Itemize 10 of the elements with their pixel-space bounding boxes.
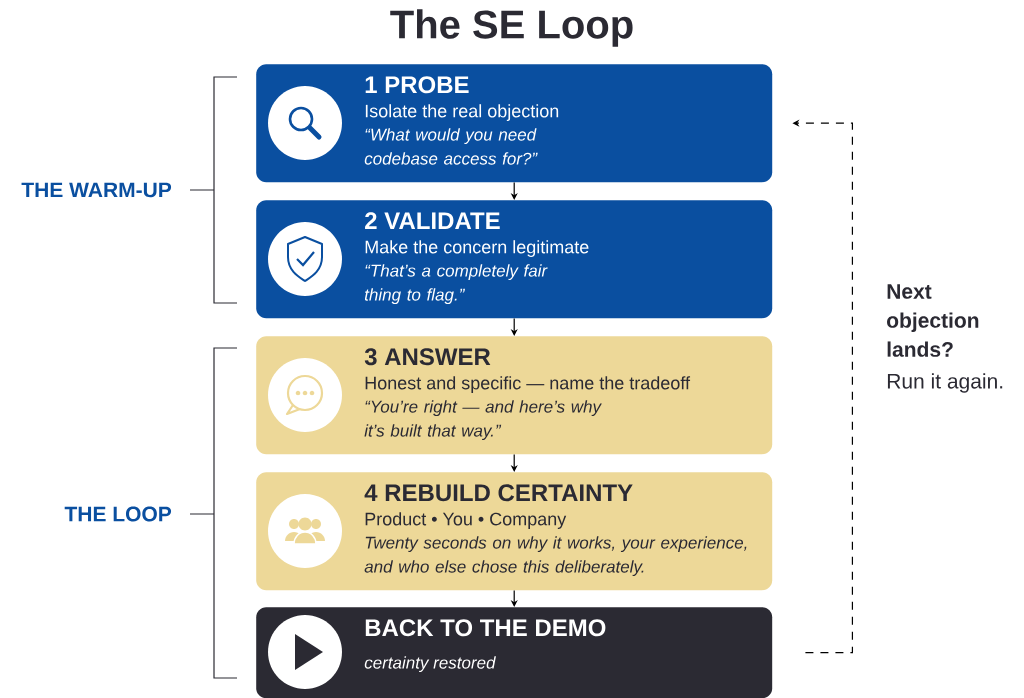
title: The SE Loop — [390, 9, 633, 47]
loop-note: Next objection lands? — [887, 284, 979, 357]
group-label: THE WARM-UP — [21, 182, 172, 198]
step-box: BACK TO THE DEMO certainty restored — [256, 607, 773, 698]
step-box: 1 PROBE Isolate the real objection “What would you need codebase access for?” — [256, 64, 773, 183]
loop-note: Run it again. — [887, 373, 1003, 393]
step-box: 2 VALIDATE Make the concern legitimate “That’s a completely fair thing to flag.” — [256, 200, 773, 319]
step-box: 3 ANSWER Honest and specific — name the tradeoff “You’re right — and here’s why it’s built that way.” — [256, 336, 773, 455]
group-label: THE LOOP — [64, 506, 172, 522]
step-box: 4 REBUILD CERTAINTY Product • You • Company Twenty seconds on why it works, your experience, and who else chose this deliberately. — [256, 472, 773, 591]
